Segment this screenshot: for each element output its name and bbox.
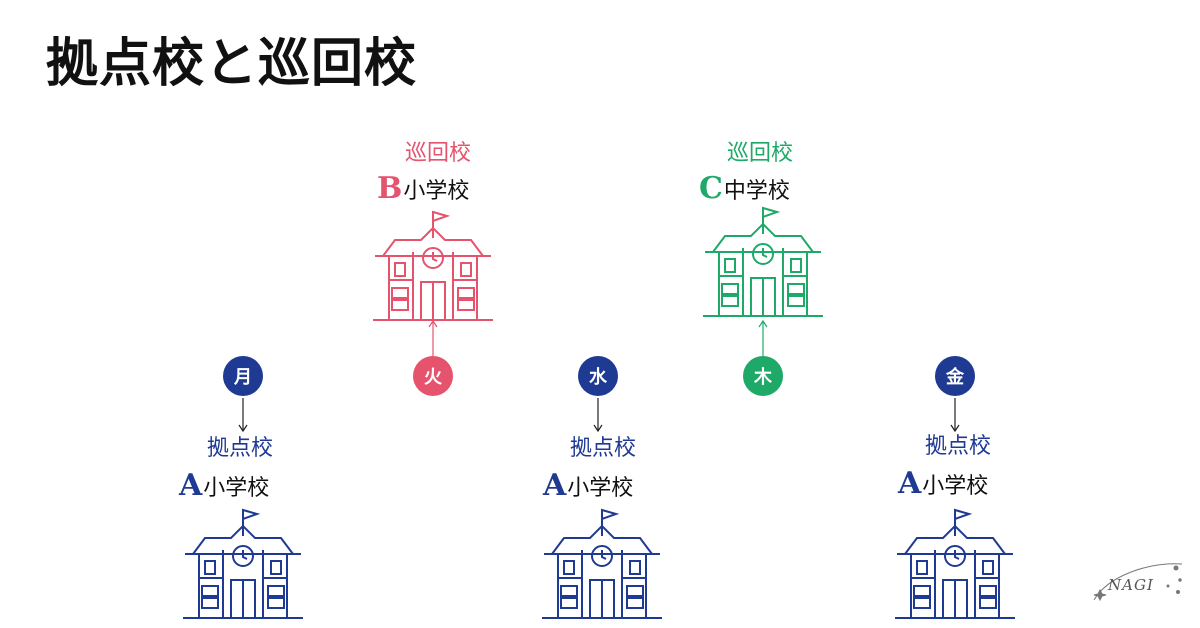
school-a-wed-nameline: A 小学校: [543, 471, 633, 501]
school-a-fri-letter: A: [898, 466, 922, 501]
school-a-wed-name: 小学校: [567, 476, 634, 501]
school-b-name: 小学校: [403, 179, 470, 204]
school-a-fri-nameline: A 小学校: [898, 469, 988, 499]
school-c-name: 中学校: [723, 179, 790, 204]
arrow-mon-to-a: [238, 398, 248, 433]
logo-text: NAGI: [1108, 576, 1154, 594]
arrow-thu-to-c: [758, 319, 768, 356]
day-monday-label: 月: [223, 356, 263, 396]
school-a-mon-letter: A: [179, 468, 203, 503]
school-a-mon-name: 小学校: [203, 476, 270, 501]
school-c-letter: C: [699, 171, 723, 206]
arrow-tue-to-b: [428, 319, 438, 356]
school-building-icon: [373, 210, 493, 321]
school-a-mon-nameline: A 小学校: [179, 471, 269, 501]
school-building-icon: [895, 508, 1015, 619]
school-building-icon: [703, 206, 823, 317]
arrow-fri-to-a: [950, 398, 960, 433]
school-a-fri-role: 拠点校: [925, 434, 992, 459]
school-building-icon: [183, 508, 303, 619]
school-a-wed-role: 拠点校: [570, 436, 637, 461]
school-b-letter: B: [377, 171, 403, 206]
school-c-nameline: C 中学校: [699, 174, 790, 204]
school-c-role: 巡回校: [727, 141, 794, 166]
school-a-fri-name: 小学校: [922, 474, 989, 499]
day-wednesday-label: 水: [578, 356, 618, 396]
school-b-role: 巡回校: [405, 141, 472, 166]
day-tuesday-label: 火: [413, 356, 453, 396]
day-friday-label: 金: [935, 356, 975, 396]
school-b-nameline: B 小学校: [377, 174, 469, 204]
star-logo-icon: [1093, 563, 1183, 602]
arrow-wed-to-a: [593, 398, 603, 433]
day-thursday-label: 木: [743, 356, 783, 396]
school-a-wed-letter: A: [543, 468, 567, 503]
school-a-mon-role: 拠点校: [207, 436, 274, 461]
school-building-icon: [542, 508, 662, 619]
page-title: 拠点校と巡回校: [46, 33, 418, 94]
